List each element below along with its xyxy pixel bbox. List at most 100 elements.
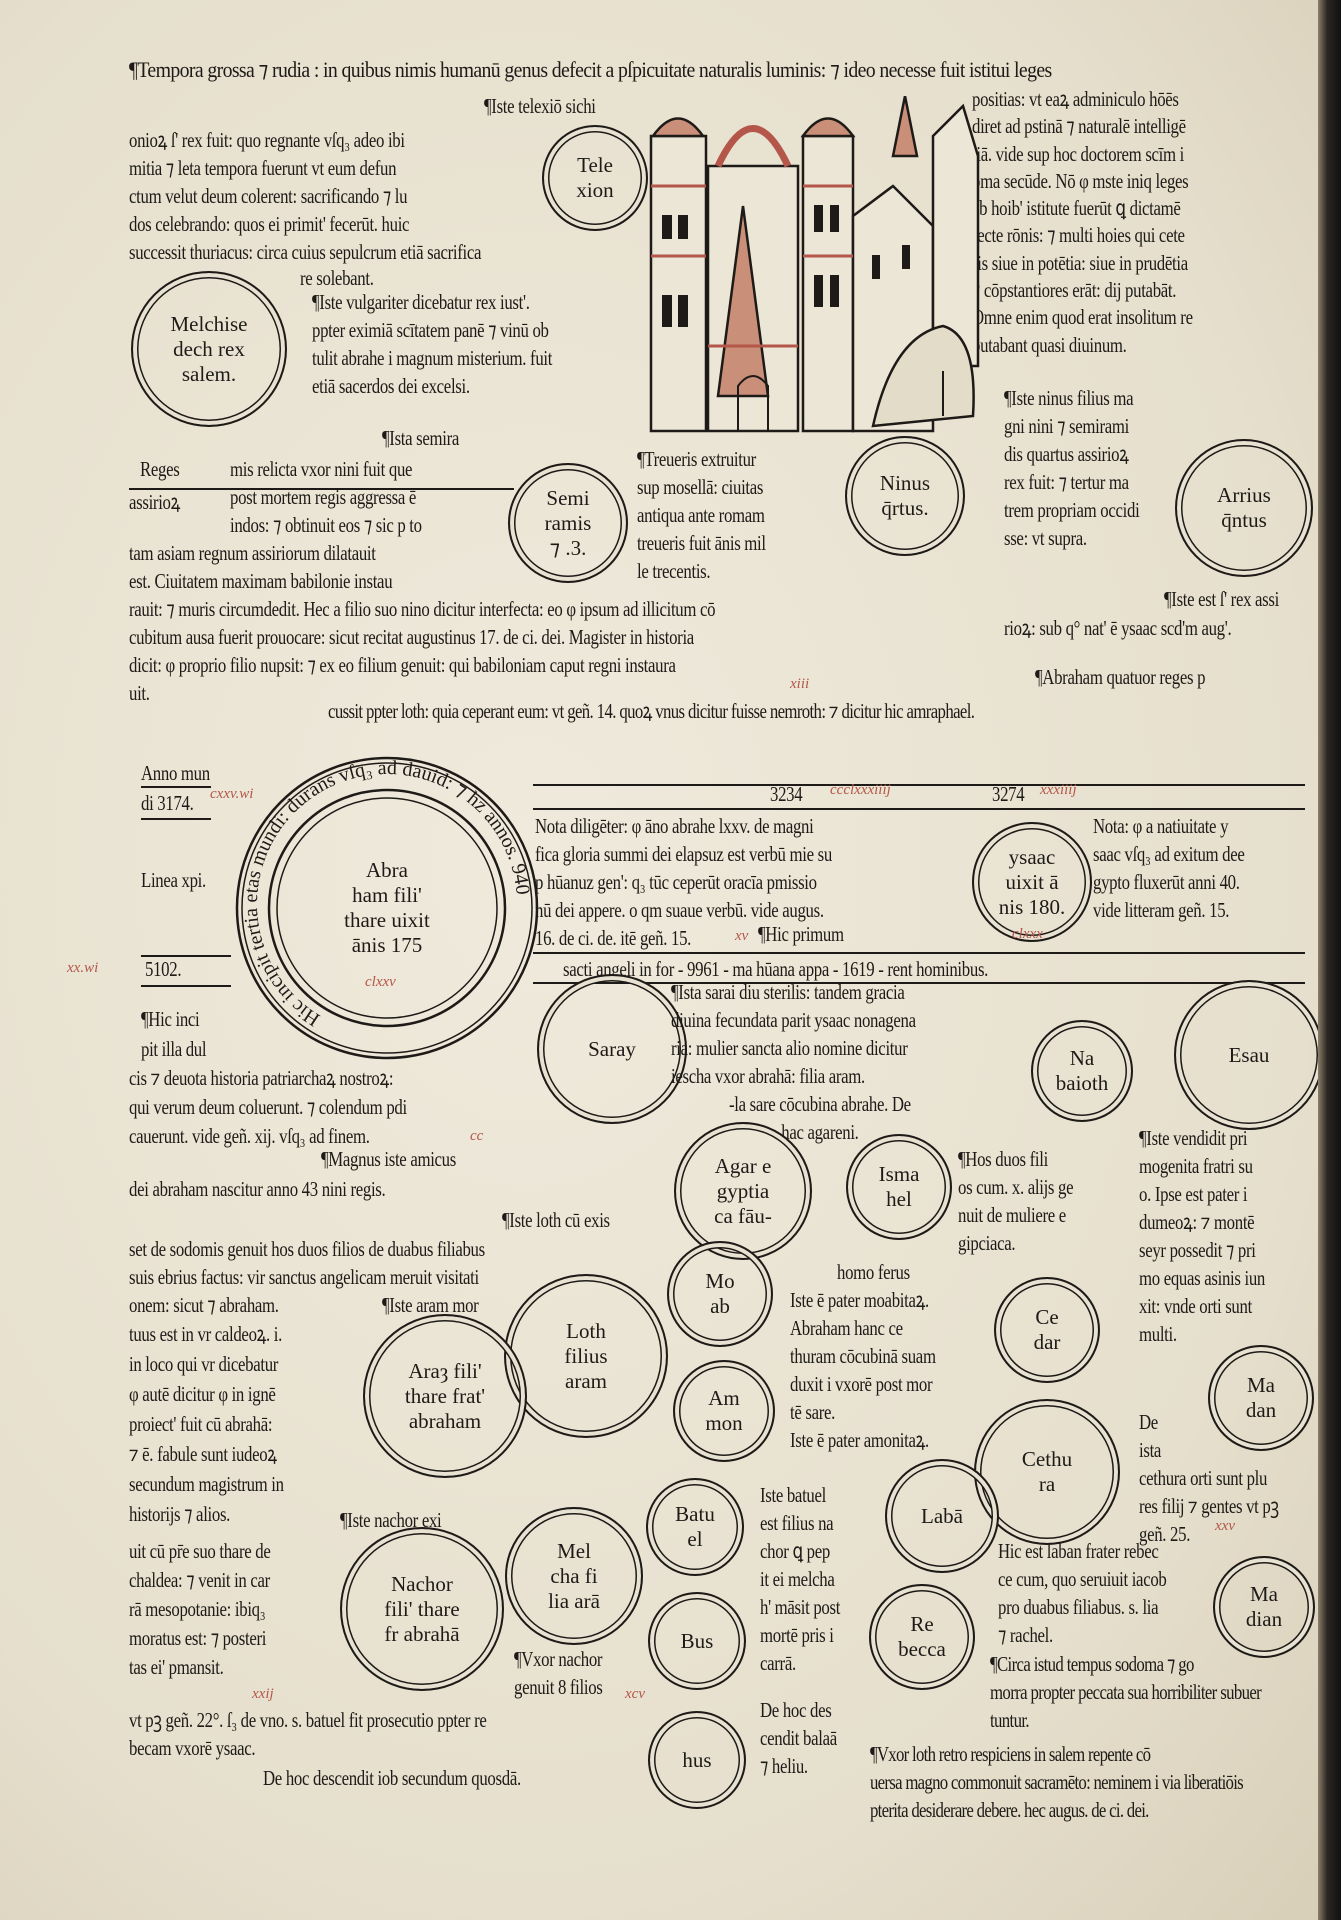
text-line: Nota diligēter: φ āno abrahe lxxv. de ma… (535, 814, 814, 838)
text-line: ¶Iste loth cū exis (502, 1208, 610, 1232)
text-line: h' māsit post (760, 1595, 841, 1619)
text-line: o. Ipse est pater i (1139, 1182, 1248, 1206)
marginal-note: xcv (625, 1686, 645, 1702)
text-line: proiect' fuit cū abrahā: (129, 1412, 273, 1436)
text-line: moratus est: ⁊ posteri (129, 1626, 267, 1650)
text-line: ¶Hic inci (141, 1007, 200, 1031)
band-rule-3 (533, 952, 1305, 954)
circle-label-line: Batu (675, 1502, 715, 1526)
text-line: chaldea: ⁊ venit in car (129, 1568, 270, 1592)
text-line: genuit 8 filios (514, 1675, 603, 1699)
text-line: ⁊ ē. fabule sunt iudeoꝝ (129, 1442, 277, 1466)
loth-heading: ¶Iste loth cū exis (502, 1206, 610, 1234)
text-line: ctum velut deum colerent: sacrificando ⁊… (129, 184, 408, 208)
text-line: ¶Magnus iste amicus (321, 1147, 456, 1171)
sicyon-text-end: re solebant. (300, 264, 374, 292)
text-line: Iste ē pater moabitaꝝ. (790, 1288, 929, 1312)
text-line: est. Ciuitatem maximam babilonie instau (129, 569, 393, 593)
text-line: le trecentis. (637, 559, 711, 583)
text-line: sse: vt supra. (1004, 526, 1087, 550)
text-line: pro duabus filiabus. s. lia (998, 1595, 1159, 1619)
text-line: De hoc descendit iob secundum quosdā. (263, 1766, 521, 1790)
text-line: ¶Vxor loth retro respiciens in salem rep… (870, 1742, 1151, 1766)
text-line: φ autē dicitur φ in ignē (129, 1382, 276, 1406)
circle-label-line: Labā (921, 1503, 963, 1528)
text-line: gipciaca. (958, 1231, 1016, 1255)
text-line: vide litteram geñ. 15. (1093, 898, 1230, 922)
magnus-note: ¶Magnus iste amicus (321, 1145, 456, 1173)
circle-label-line: ham fili' (352, 883, 422, 907)
text-line: ¶Abraham quatuor reges p (1035, 665, 1206, 689)
text-line: 5102. (145, 957, 182, 981)
circle-label-line: Ma (1247, 1373, 1275, 1397)
marginal-note: xx.wi (67, 960, 99, 976)
circle-label-line: fili' thare (384, 1596, 460, 1621)
circle-label-line: Tele (577, 153, 613, 177)
circle-label-line: xion (576, 178, 614, 202)
text-line: cendit balaā (760, 1726, 837, 1750)
text-line: ppter eximiā scītatem panē ⁊ vinū ob (312, 318, 549, 342)
text-line: ⁊ rachel. (998, 1623, 1053, 1647)
text-line: iescha vxor abrahā: filia aram. (671, 1064, 865, 1088)
text-line: successit thuriacus: circa cuius sepulcr… (129, 240, 482, 264)
text-line: cethura orti sunt plu (1139, 1466, 1268, 1490)
text-line: mo equas asinis iun (1139, 1266, 1265, 1290)
text-line: ¶Circa istud tempus sodoma ⁊ go (990, 1652, 1194, 1676)
circle-label-line: dar (1033, 1330, 1061, 1354)
text-line: Linea xpi. (141, 868, 206, 892)
circle-label-line: ⁊ .3. (549, 535, 587, 560)
abraham-reges-note-2: cussit ppter loth: quia ceperant eum: vt… (328, 697, 975, 725)
text-line: Iste batuel (760, 1483, 826, 1507)
text-line: tas ei' pmansit. (129, 1655, 224, 1679)
text-line: morra propter peccata sua horribiliter s… (990, 1680, 1262, 1704)
text-line: Reges (140, 457, 180, 481)
text-line: treueris fuit ānis mil (637, 531, 766, 555)
text-line: post mortem regis aggressa ē (230, 485, 417, 509)
circle-label-line: gyptia (716, 1178, 770, 1203)
marginal-note: xv (735, 928, 749, 944)
marginal-note: cxxv.wi (210, 786, 254, 802)
text-line: ¶Hic primum (758, 922, 844, 946)
linea-christi-label: Linea xpi. (141, 866, 206, 894)
marginal-note: cc (470, 1128, 484, 1144)
text-line: saac vſq₃ ad exitum dee (1093, 842, 1245, 866)
circle-label-line: Bus (680, 1628, 714, 1653)
text-line: est filius na (760, 1511, 834, 1535)
circle-label-line: Loth (566, 1318, 606, 1343)
homo-ferus: homo ferus (837, 1258, 910, 1286)
city-woodcut (649, 96, 980, 433)
text-line: nuit de muliere e (958, 1203, 1066, 1227)
text-line: antiqua ante romam (637, 503, 765, 527)
loth-note: set de sodomis genuit hos duos filios de… (129, 1235, 485, 1319)
semiramis-heading: ¶Ista semira (382, 424, 459, 452)
text-line: assirioꝝ (129, 490, 181, 514)
circle-label-line: Isma (878, 1162, 920, 1186)
circle-label-line: baioth (1055, 1071, 1109, 1095)
text-line: becam vxorē ysaac. (129, 1736, 256, 1760)
hic-primum: ¶Hic primum (758, 920, 844, 948)
text-line: Anno mun (141, 761, 210, 785)
magnus-note-2: dei abraham nascitur anno 43 nini regis. (129, 1175, 386, 1203)
circle-label-line: nis 180. (998, 894, 1066, 919)
text-line: mitia ⁊ leta tempora fuerunt vt eum defu… (129, 156, 397, 180)
text-line: dumeoꝝ: ⁊ montē (1139, 1210, 1255, 1234)
anno-rule-1 (141, 786, 211, 788)
circle-label-line: ra (1038, 1472, 1056, 1496)
text-line: ¶Ista sarai diu sterilis: tandem gracia (671, 980, 905, 1004)
circle-label-line: Ce (1035, 1305, 1059, 1329)
text-line: gni nini ⁊ semirami (1004, 414, 1129, 438)
text-line: carrā. (760, 1651, 796, 1675)
circle-label-line: hel (886, 1187, 912, 1211)
circle-label-line: Arrius (1217, 483, 1271, 507)
sicyon-text: onioꝝ ſ' rex fuit: quo regnante vſq₃ ade… (129, 126, 481, 266)
